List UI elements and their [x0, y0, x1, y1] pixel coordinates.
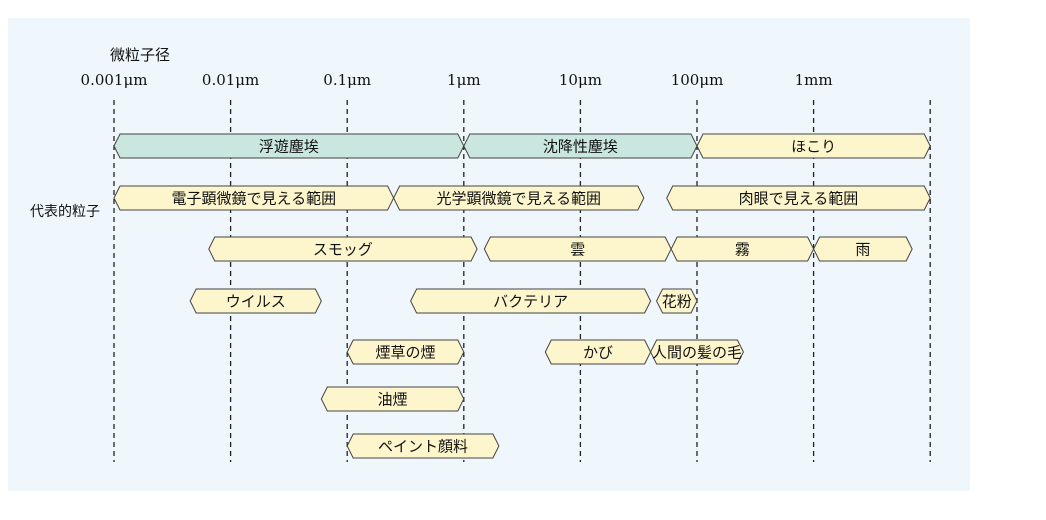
range-bar-label: 花粉	[662, 293, 692, 311]
range-bar: ウイルス	[189, 288, 322, 314]
scale-label: 1μm	[447, 71, 481, 89]
range-bar-shape	[346, 339, 465, 365]
range-bar-label: バクテリア	[493, 293, 568, 311]
diagram-panel: 微粒子径 代表的粒子 0.001μm 0.01μm 0.1μm 1μm 10μm 100μ…	[8, 18, 970, 491]
range-bar-label: ウイルス	[226, 293, 286, 311]
scale-label: 0.01μm	[202, 71, 259, 89]
range-bar-label: 肉眼で見える範囲	[739, 190, 859, 208]
range-bar-shape	[208, 236, 478, 262]
range-bar-label: 人間の髪の毛	[652, 344, 742, 362]
scale-label: 10μm	[559, 71, 602, 89]
particle-size-diagram: 微粒子径 代表的粒子 0.001μm 0.01μm 0.1μm 1μm 10μm 100μ…	[30, 46, 931, 462]
range-bar: 煙草の煙	[346, 339, 465, 365]
range-bar: ほこり	[696, 133, 931, 159]
range-bar: 花粉	[656, 288, 698, 314]
range-bar: 雨	[813, 236, 913, 262]
range-bar-label: 油煙	[378, 391, 408, 409]
range-bar: ペイント顔料	[346, 433, 500, 459]
range-bar-shape	[650, 339, 744, 365]
range-bar-shape	[656, 288, 698, 314]
range-bar: スモッグ	[208, 236, 478, 262]
scale-labels: 0.001μm 0.01μm 0.1μm 1μm 10μm 100μm 1mm	[81, 71, 833, 89]
range-bar-label: 電子顕微鏡で見える範囲	[172, 190, 337, 208]
range-bar-label: かび	[583, 344, 613, 362]
range-bar-label: 霧	[735, 241, 750, 259]
range-bar-shape	[189, 288, 322, 314]
range-bar-label: 雨	[855, 241, 870, 259]
scale-label: 0.1μm	[323, 71, 371, 89]
range-bar: 油煙	[320, 386, 465, 412]
range-bar-shape	[696, 133, 931, 159]
range-bar: 肉眼で見える範囲	[666, 185, 931, 211]
range-bar: 電子顕微鏡で見える範囲	[113, 185, 395, 211]
diagram-title: 微粒子径	[110, 46, 170, 64]
range-bar-shape	[666, 185, 931, 211]
range-bar-label: ほこり	[791, 138, 836, 156]
range-bar-label: スモッグ	[313, 241, 373, 259]
range-bar-shape	[346, 433, 500, 459]
range-bar-shape	[813, 236, 913, 262]
range-bar: 浮遊塵埃	[113, 133, 465, 159]
range-bar-label: 煙草の煙	[375, 344, 435, 362]
range-bar: バクテリア	[410, 288, 652, 314]
scale-label: 0.001μm	[81, 71, 148, 89]
range-bar: 雲	[483, 236, 672, 262]
range-bar: かび	[544, 339, 652, 365]
scale-label: 100μm	[671, 71, 724, 89]
range-bar-label: 沈降性塵埃	[543, 138, 618, 156]
range-bar-shape	[320, 386, 465, 412]
range-bar: 霧	[670, 236, 815, 262]
range-bar: 光学顕微鏡で見える範囲	[393, 185, 645, 211]
range-bar-label: ペイント顔料	[378, 438, 468, 456]
range-bar-shape	[393, 185, 645, 211]
gridlines	[113, 100, 931, 462]
range-bar: 人間の髪の毛	[650, 339, 744, 365]
range-bar-shape	[410, 288, 652, 314]
scale-label: 1mm	[795, 71, 833, 89]
range-bar-label: 光学顕微鏡で見える範囲	[436, 190, 601, 208]
range-bar: 沈降性塵埃	[463, 133, 698, 159]
side-label: 代表的粒子	[30, 204, 100, 220]
range-bar-label: 雲	[570, 241, 585, 259]
range-bar-label: 浮遊塵埃	[259, 138, 319, 156]
